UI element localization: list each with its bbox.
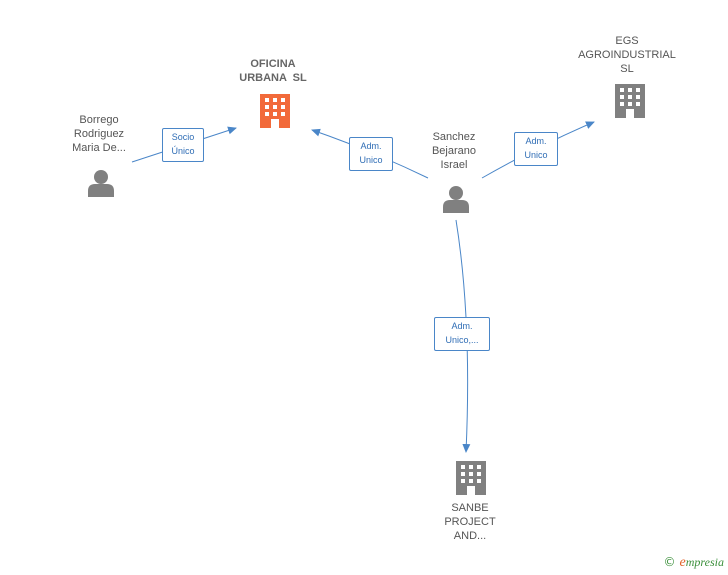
building-icon[interactable]: [260, 94, 290, 128]
edge-label-adm-unico-egs[interactable]: Adm. Unico: [514, 132, 558, 166]
person-icon[interactable]: [443, 186, 469, 213]
person-icon[interactable]: [88, 170, 114, 197]
node-label-sanchez[interactable]: Sanchez Bejarano Israel: [431, 131, 477, 171]
node-label-sanbe[interactable]: SANBE PROJECT AND...: [444, 502, 496, 542]
building-icon[interactable]: [615, 84, 645, 118]
empresia-logo: ©empresia: [663, 555, 724, 570]
node-label-egs[interactable]: EGS AGROINDUSTRIAL SL: [578, 35, 676, 75]
building-icon[interactable]: [456, 461, 486, 495]
edge-label-socio-unico[interactable]: Socio Único: [162, 128, 204, 162]
node-label-oficina[interactable]: OFICINA URBANA SL: [239, 58, 307, 84]
edge-label-adm-unico-sanbe[interactable]: Adm. Unico,...: [434, 317, 490, 351]
node-label-borrego[interactable]: Borrego Rodriguez Maria De...: [72, 114, 126, 154]
edge-label-adm-unico-oficina[interactable]: Adm. Unico: [349, 137, 393, 171]
